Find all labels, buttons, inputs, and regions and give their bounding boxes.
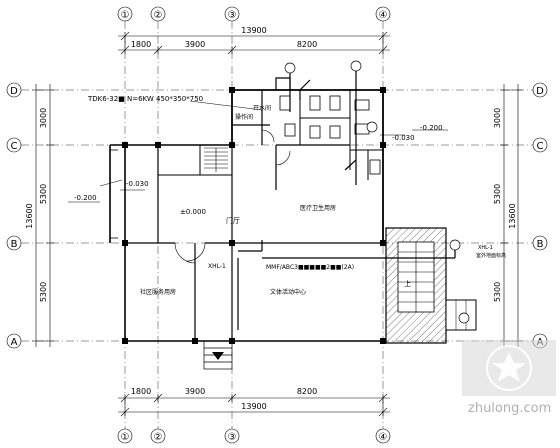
dim-top-seg-1: 1800 xyxy=(131,40,151,49)
dim-left-seg-1: 3000 xyxy=(39,108,48,128)
dim-right-seg-2: 5300 xyxy=(493,184,502,204)
axis-label-bottom-3: ③ xyxy=(228,432,237,443)
dimensions-left xyxy=(32,84,54,347)
building-walls xyxy=(109,89,385,342)
axis-label-top-4: ④ xyxy=(379,10,388,21)
axis-bubbles-top: ① ② ③ ④ xyxy=(117,6,391,22)
entrance-arrow-icon xyxy=(212,352,224,360)
axis-label-bottom-2: ② xyxy=(154,432,163,443)
elev-right-200: -0.200 xyxy=(420,124,443,132)
room-kitchen-label: 操作间 xyxy=(235,113,253,121)
room-clinic-label: 医疗卫生用房 xyxy=(300,204,336,212)
xhl-left-label: XHL-1 xyxy=(208,263,226,270)
dim-right-total: 13600 xyxy=(508,203,517,228)
axis-label-top-2: ② xyxy=(154,10,163,21)
dim-bottom-seg-2: 3900 xyxy=(185,387,205,396)
elev-left-030: -0.030 xyxy=(126,180,149,188)
dim-top-seg-2: 3900 xyxy=(185,40,205,49)
axis-label-right-B: B xyxy=(537,239,544,250)
axis-label-left-D: D xyxy=(10,86,18,97)
axis-gridlines xyxy=(21,21,533,429)
watermark-logo xyxy=(462,340,556,396)
dim-right-seg-1: 3000 xyxy=(493,108,502,128)
axis-bubbles-left: D C B A xyxy=(6,82,22,349)
dim-left-total: 13600 xyxy=(25,203,34,228)
dim-top-seg-3: 8200 xyxy=(297,40,317,49)
axis-label-left-A: A xyxy=(11,337,18,348)
door-swings xyxy=(174,129,291,264)
dim-top-total: 13900 xyxy=(241,26,266,35)
inner-stair xyxy=(204,147,228,172)
axis-label-top-1: ① xyxy=(121,10,130,21)
axis-bubbles-bottom: ① ② ③ ④ xyxy=(117,428,391,444)
axis-label-left-C: C xyxy=(11,141,18,152)
dimensions-bottom xyxy=(118,393,390,417)
watermark-text: zhulong.com xyxy=(468,401,551,416)
axis-bubbles-right: D C B A xyxy=(532,82,548,349)
axis-label-bottom-4: ④ xyxy=(379,432,388,443)
dim-bottom-seg-3: 8200 xyxy=(297,387,317,396)
axis-label-left-B: B xyxy=(11,239,18,250)
elev-right-030: -0.030 xyxy=(392,134,415,142)
valve-markers xyxy=(284,60,470,324)
room-lobby-label: 门厅 xyxy=(226,216,240,225)
sanitary-fixtures xyxy=(279,95,381,175)
axis-label-right-D: D xyxy=(536,86,544,97)
outdoor-note: 室外地面标高 xyxy=(476,252,506,259)
extinguisher-label: MMF/ABC3■■■■■2■■(2A) xyxy=(266,264,354,271)
service-lines xyxy=(237,68,456,330)
dim-right-seg-3: 5300 xyxy=(493,282,502,302)
room-office-label: 社区服务用房 xyxy=(140,288,176,296)
room-activity-label: 文体活动中心 xyxy=(270,288,306,296)
elev-left-200: -0.200 xyxy=(74,194,97,202)
axis-label-bottom-1: ① xyxy=(121,432,130,443)
dim-left-seg-2: 5300 xyxy=(39,184,48,204)
axis-label-right-C: C xyxy=(537,141,544,152)
xhl-right-label: XHL-1 xyxy=(478,245,493,251)
axis-label-top-3: ③ xyxy=(228,10,237,21)
elev-zero: ±0.000 xyxy=(180,208,206,216)
dim-bottom-seg-1: 1800 xyxy=(131,387,151,396)
equipment-leader xyxy=(189,100,263,111)
room-open-water-label: 开水间 xyxy=(253,104,271,112)
dim-bottom-total: 13900 xyxy=(241,402,266,411)
dim-left-seg-3: 5300 xyxy=(39,282,48,302)
stair-up-label: 上 xyxy=(404,279,411,288)
stair-wing xyxy=(385,227,477,344)
equipment-note: TDK6-32■ N=6KW 450*350*750 xyxy=(87,95,203,103)
dimensions-top xyxy=(118,31,390,55)
